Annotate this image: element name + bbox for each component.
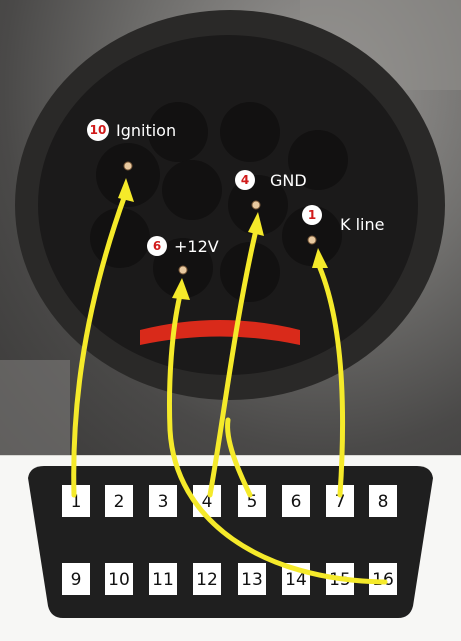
label-12v: 6 +12V	[147, 236, 219, 256]
pin-label: 8	[378, 492, 389, 512]
wire-gnd-2	[225, 417, 253, 498]
pin-label: 10	[108, 570, 130, 590]
arrowheads	[118, 178, 328, 300]
wire-kline	[317, 265, 346, 498]
obd-pin	[238, 563, 266, 595]
label-text: +12V	[174, 237, 219, 256]
obd-pin	[105, 563, 133, 595]
obd-pin	[238, 485, 266, 517]
pin-label: 9	[71, 570, 82, 590]
pin-label: 3	[158, 492, 169, 512]
badge-number: 1	[308, 208, 316, 222]
wire-12v	[166, 292, 388, 585]
label-text: GND	[270, 171, 307, 190]
pin-label: 5	[247, 492, 258, 512]
obd-bottom-row: 9 10 11 12 13 14 15 16	[62, 563, 397, 595]
label-ignition: 10 Ignition	[87, 119, 176, 141]
badge-number: 4	[241, 173, 249, 187]
pin-label: 7	[335, 492, 346, 512]
label-kline: 1 K line	[302, 205, 384, 234]
obd-pin	[193, 485, 221, 517]
red-seal	[140, 320, 300, 345]
obd-pin	[369, 563, 397, 595]
pin-label: 4	[202, 492, 213, 512]
badge-number: 6	[153, 239, 161, 253]
pin-label: 13	[241, 570, 263, 590]
obd-pin	[149, 563, 177, 595]
obd-pin	[149, 485, 177, 517]
pin-label: 6	[291, 492, 302, 512]
pin-label: 1	[71, 492, 82, 512]
pin-label: 2	[114, 492, 125, 512]
obd-pin	[105, 485, 133, 517]
wire-ignition	[71, 192, 128, 498]
badge-number: 10	[90, 123, 107, 137]
pin-label: 14	[285, 570, 307, 590]
label-text: K line	[340, 215, 384, 234]
label-gnd: 4 GND	[235, 170, 307, 190]
obd-pin	[193, 563, 221, 595]
label-text: Ignition	[116, 121, 176, 140]
obd-pin	[62, 563, 90, 595]
pin-label: 11	[152, 570, 174, 590]
wiring-arrows	[71, 192, 388, 585]
pin-contacts	[123, 161, 317, 275]
pin-label: 12	[196, 570, 218, 590]
background-object	[0, 360, 70, 455]
obd-pin	[282, 485, 310, 517]
obd-top-row: 1 2 3 4 5 6 7 8	[62, 485, 397, 517]
wire-gnd	[207, 227, 259, 498]
obd-pin	[369, 485, 397, 517]
